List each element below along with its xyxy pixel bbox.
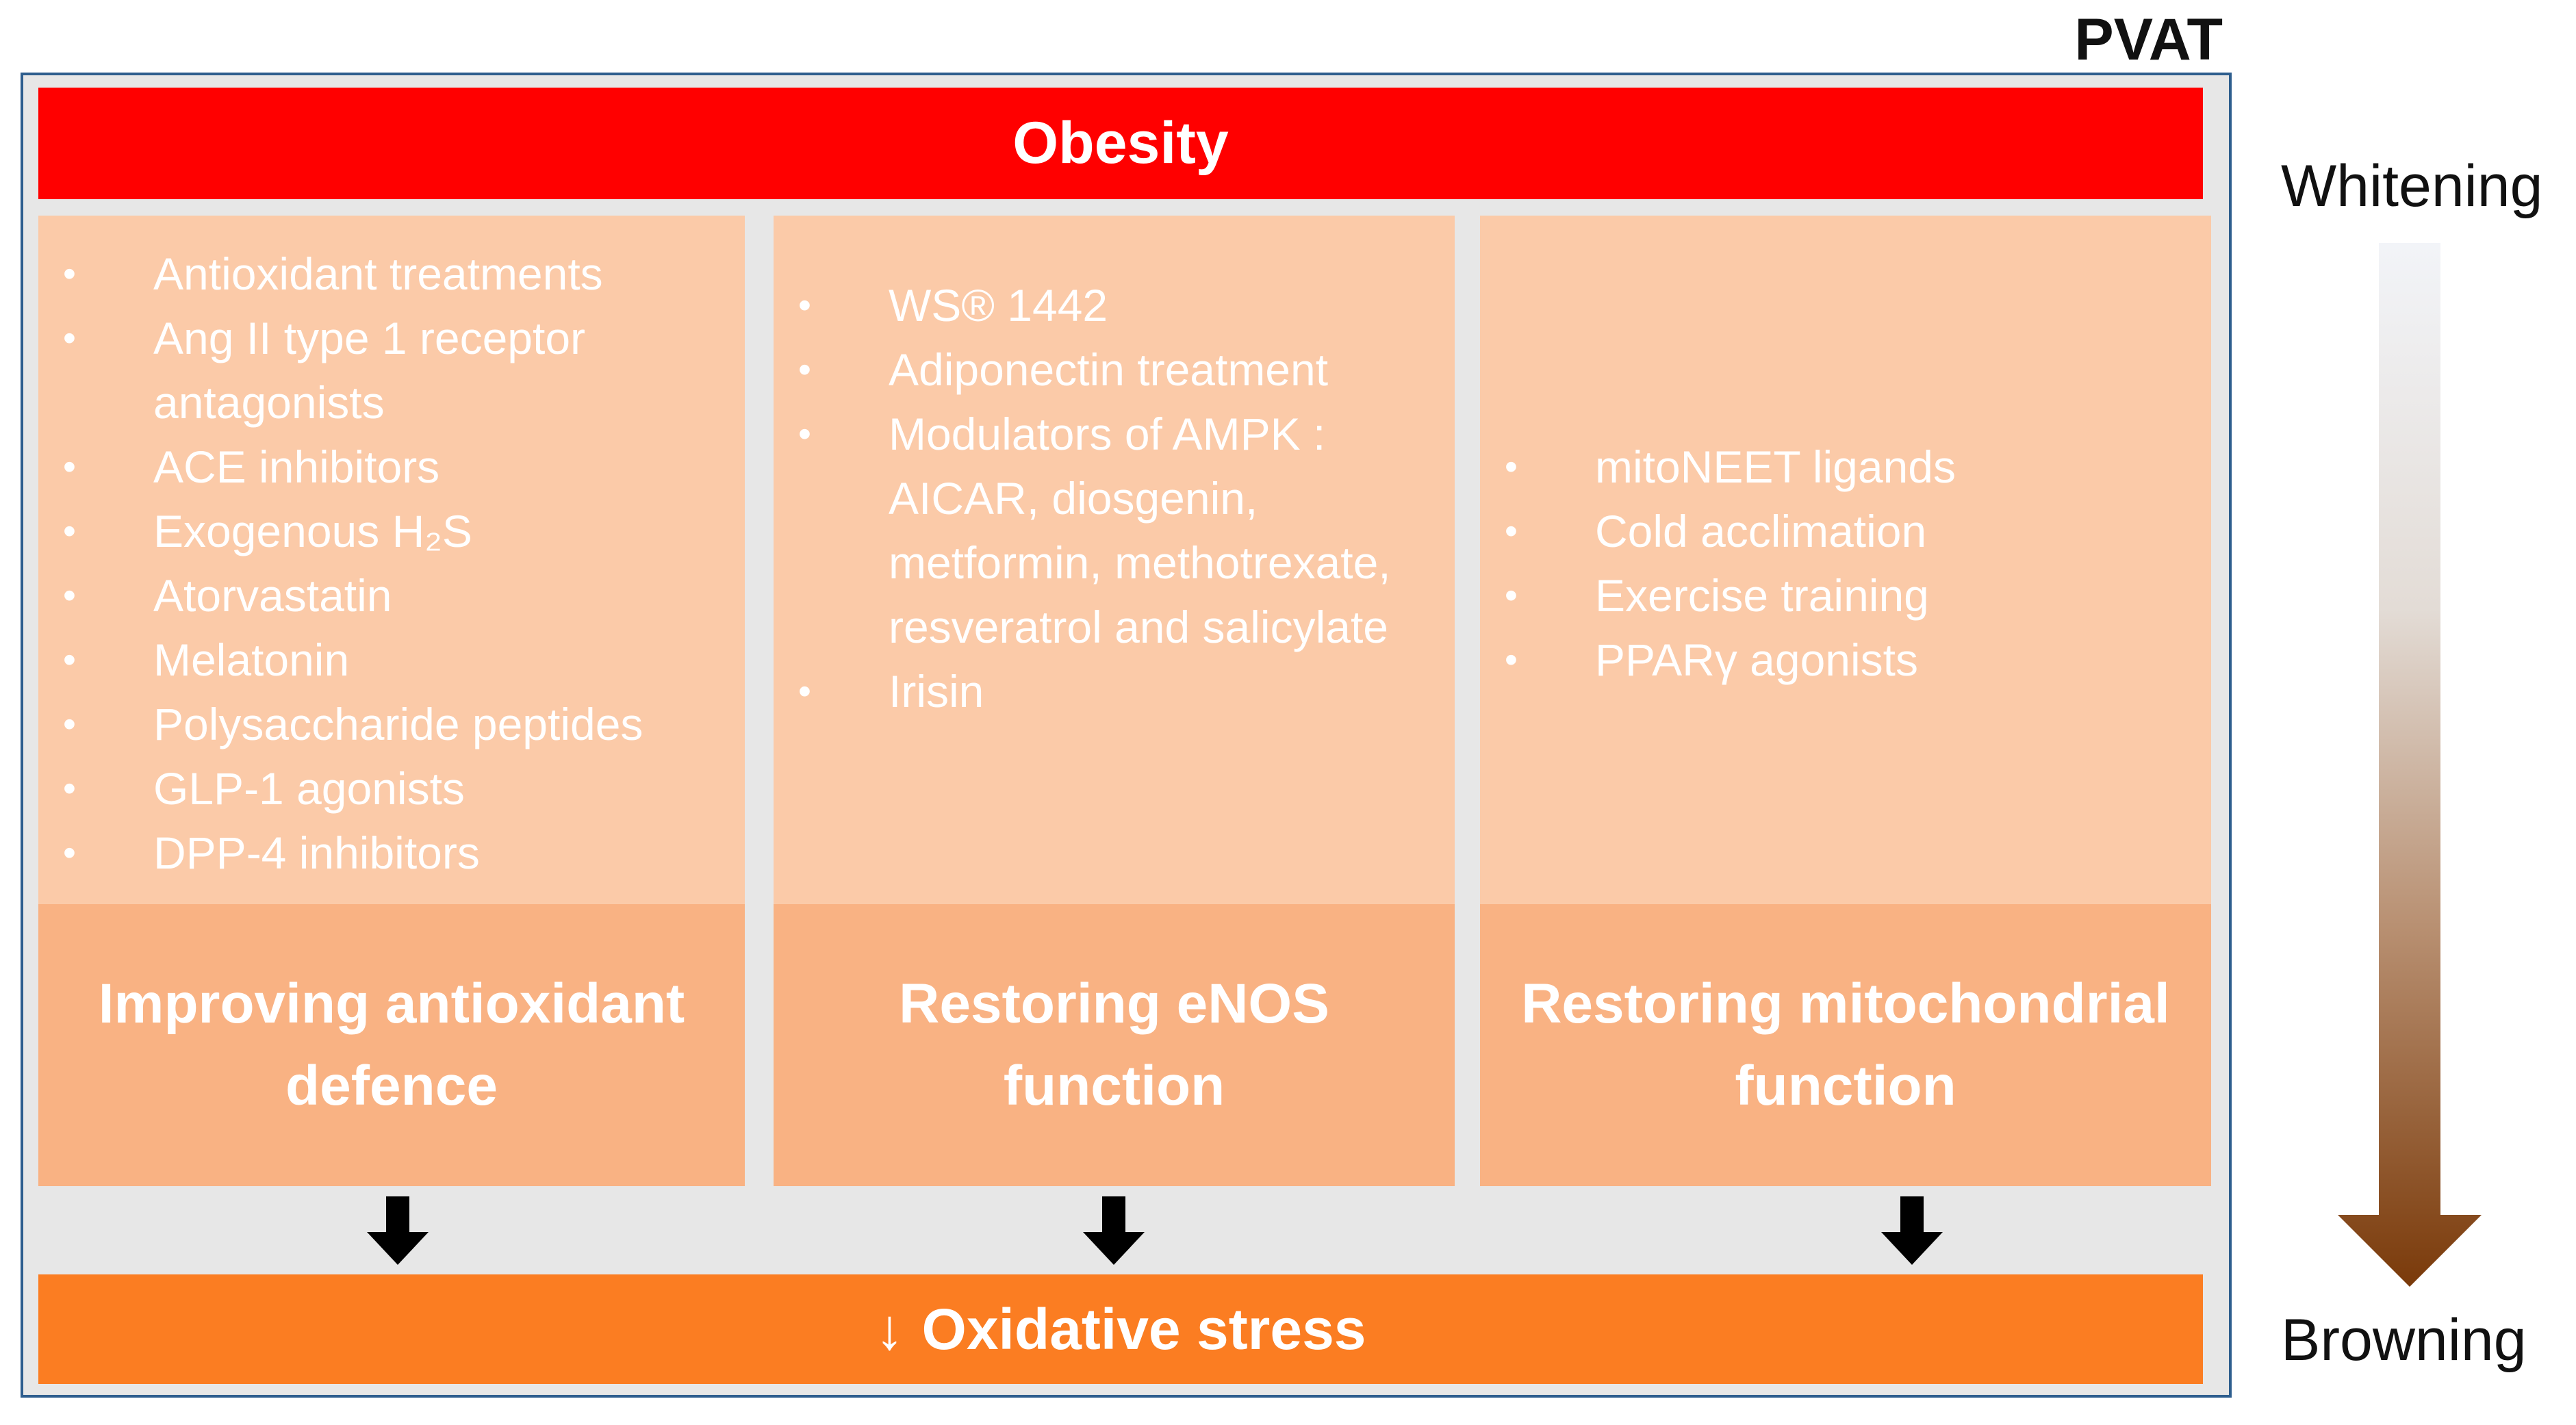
list-item: Exogenous H₂S: [38, 499, 745, 563]
list-item: WS® 1442: [774, 273, 1414, 337]
list-item: Cold acclimation: [1480, 499, 2211, 563]
list-item: PPARγ agonists: [1480, 628, 2211, 692]
list-item: Modulators of AMPK : AICAR, diosgenin, m…: [774, 402, 1414, 659]
column-list-mitochondrial: mitoNEET ligands Cold acclimation Exerci…: [1480, 216, 2211, 904]
list-item: mitoNEET ligands: [1480, 435, 2211, 499]
list-item: Irisin: [774, 659, 1414, 723]
column-list-enos: WS® 1442 Adiponectin treatment Modulator…: [774, 216, 1455, 904]
down-arrow-icon: [1083, 1196, 1145, 1265]
list-item: Exercise training: [1480, 563, 2211, 628]
list-item: GLP-1 agonists: [38, 756, 745, 821]
heading-restoring-enos-function: Restoring eNOS function: [774, 904, 1455, 1186]
whitening-browning-gradient-arrow-icon: [2338, 243, 2482, 1287]
column-list-antioxidant: Antioxidant treatments Ang II type 1 rec…: [38, 216, 745, 904]
list-item: Polysaccharide peptides: [38, 692, 745, 756]
oxidative-stress-label: Oxidative stress: [921, 1296, 1366, 1361]
browning-label: Browning: [2281, 1307, 2527, 1373]
decrease-arrow-icon: ↓: [875, 1296, 904, 1361]
obesity-banner: Obesity: [38, 88, 2203, 199]
list-item: Melatonin: [38, 628, 745, 692]
heading-improving-antioxidant-defence: Improving antioxidant defence: [38, 904, 745, 1186]
list-item: Ang II type 1 receptor antagonists: [38, 306, 745, 435]
list-item: Atorvastatin: [38, 563, 745, 628]
down-arrow-icon: [1881, 1196, 1943, 1265]
list-item: Adiponectin treatment: [774, 337, 1414, 402]
pvat-label: PVAT: [2074, 7, 2223, 73]
list-item: Antioxidant treatments: [38, 242, 745, 306]
oxidative-stress-banner: ↓ Oxidative stress: [38, 1274, 2203, 1384]
list-item: ACE inhibitors: [38, 435, 745, 499]
list-item: DPP-4 inhibitors: [38, 821, 745, 885]
whitening-label: Whitening: [2281, 153, 2543, 219]
down-arrow-icon: [367, 1196, 429, 1265]
heading-restoring-mitochondrial-function: Restoring mitochondrial function: [1480, 904, 2211, 1186]
